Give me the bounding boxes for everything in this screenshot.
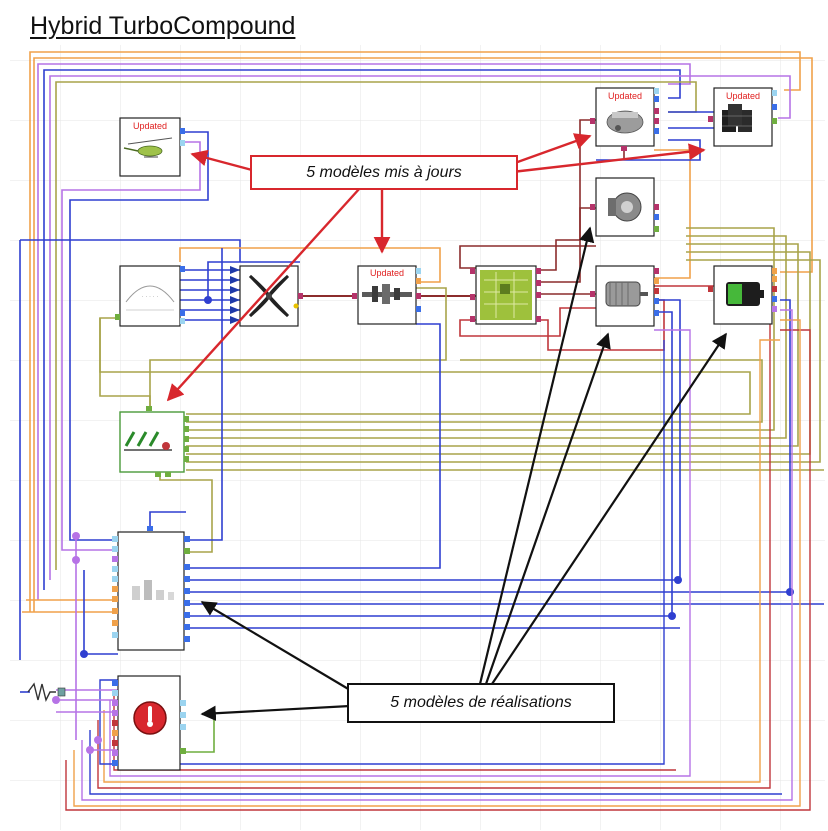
fuel-block[interactable]: Updated — [708, 87, 777, 147]
fuel-updated-label: Updated — [726, 91, 760, 101]
arrow-to-electric-motor — [484, 332, 611, 685]
arrow-to-battery — [491, 332, 727, 685]
mission-profile-block[interactable] — [119, 406, 189, 477]
wire-purple-outer — [37, 63, 691, 600]
electric-motor-block[interactable] — [590, 265, 659, 327]
gearbox-block[interactable]: Updated — [352, 265, 421, 325]
engine-updated-label: Updated — [608, 91, 642, 101]
wire-orange-outer — [29, 51, 801, 612]
engine-icon — [606, 110, 644, 134]
rotor-output-arrows — [230, 266, 240, 324]
propeller-icon — [248, 274, 299, 318]
electric-motor-icon — [605, 281, 648, 307]
junction-dots — [52, 532, 102, 754]
svg-text:· · · · ·: · · · · · — [142, 294, 159, 300]
arrow-to-helicopter — [190, 149, 253, 172]
realization-callout-arrows — [200, 226, 727, 721]
battery-block[interactable] — [708, 265, 777, 325]
mission-profile-icon — [124, 431, 172, 451]
bus-block-left-ports — [112, 536, 118, 638]
wire-orange-outer-2 — [33, 57, 813, 612]
resistor-icon — [27, 682, 66, 703]
bus-block-right-ports — [184, 536, 190, 642]
temperature-block[interactable] — [112, 675, 186, 771]
updated-callout-arrows — [166, 133, 706, 402]
pcb-controller-block[interactable] — [470, 265, 541, 325]
fuel-barrel-icon — [722, 104, 752, 132]
wire-blue-outer — [43, 69, 681, 590]
helicopter-block[interactable]: Updated — [119, 117, 185, 177]
helicopter-icon — [123, 137, 173, 158]
wires — [19, 51, 824, 811]
bus-block-icon — [132, 580, 174, 600]
battery-icon — [726, 282, 764, 306]
realization-models-callout: 5 modèles de réalisations — [347, 683, 615, 723]
rotor-block[interactable]: · · · · · — [115, 265, 185, 327]
helicopter-updated-label: Updated — [133, 121, 167, 131]
arrow-to-engine — [511, 133, 592, 166]
arrow-to-mission-profile — [166, 187, 361, 402]
arrow-to-bus-block — [200, 601, 351, 691]
temperature-block-left-ports — [112, 680, 118, 766]
propeller-block[interactable] — [239, 265, 303, 327]
wire-purple-outer-2 — [49, 75, 791, 580]
gearbox-updated-label: Updated — [370, 268, 404, 278]
arrow-to-temperature-block — [200, 704, 351, 721]
rotor-curve-icon: · · · · · — [125, 285, 175, 311]
arrow-to-compressor — [478, 226, 595, 685]
compressor-icon — [608, 192, 642, 222]
updated-models-callout: 5 modèles mis à jours — [250, 155, 518, 190]
arrow-to-fuel — [511, 143, 706, 174]
circuit-board-icon — [480, 270, 532, 320]
gearbox-shaft-icon — [362, 284, 412, 304]
bus-block[interactable] — [112, 526, 190, 651]
page-title: Hybrid TurboCompound — [30, 12, 296, 40]
engine-block[interactable]: Updated — [590, 87, 659, 151]
compressor-block[interactable] — [590, 177, 659, 237]
thermometer-icon — [133, 701, 167, 735]
